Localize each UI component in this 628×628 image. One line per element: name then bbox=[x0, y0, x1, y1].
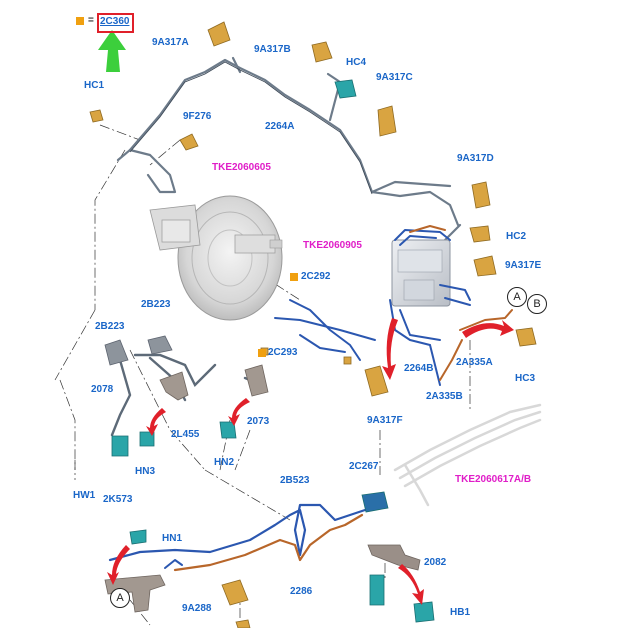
legend-swatch bbox=[76, 17, 84, 25]
teal-fasteners bbox=[111, 79, 435, 623]
legend-equals: = bbox=[88, 15, 94, 26]
callout-2b223-left[interactable]: 2B223 bbox=[95, 321, 125, 332]
drawing-ref-tke2060905[interactable]: TKE2060905 bbox=[303, 240, 362, 251]
faded-tubes-right bbox=[393, 403, 542, 507]
callout-9a317c[interactable]: 9A317C bbox=[376, 72, 413, 83]
callout-2c292[interactable]: 2C292 bbox=[301, 271, 331, 282]
bracket-2l455 bbox=[159, 371, 189, 401]
callout-9a317f[interactable]: 9A317F bbox=[367, 415, 403, 426]
callout-hc3[interactable]: HC3 bbox=[515, 373, 536, 384]
callout-hc4[interactable]: HC4 bbox=[346, 57, 367, 68]
callout-hb1[interactable]: HB1 bbox=[450, 607, 471, 618]
callout-2b223-upper[interactable]: 2B223 bbox=[141, 299, 171, 310]
view-marker-a-lower[interactable]: A bbox=[110, 588, 130, 608]
callout-hn1[interactable]: HN1 bbox=[162, 533, 183, 544]
callout-hc1[interactable]: HC1 bbox=[84, 80, 105, 91]
key-swatch-2c292 bbox=[290, 273, 298, 281]
callout-2a335b[interactable]: 2A335B bbox=[426, 391, 463, 402]
copper-tubes-upper bbox=[409, 225, 513, 381]
legend-highlight-box bbox=[97, 13, 134, 33]
callout-2264b[interactable]: 2264B bbox=[404, 363, 434, 374]
view-marker-a-upper[interactable]: A bbox=[507, 287, 527, 307]
blue-tubes-upper bbox=[274, 229, 471, 386]
callout-9a317a[interactable]: 9A317A bbox=[152, 37, 189, 48]
tubes-lower bbox=[108, 503, 367, 572]
callout-2c267[interactable]: 2C267 bbox=[349, 461, 379, 472]
callout-9a317d[interactable]: 9A317D bbox=[457, 153, 494, 164]
bracket-2b223 bbox=[104, 335, 173, 366]
callout-hn2[interactable]: HN2 bbox=[214, 457, 235, 468]
callout-2078[interactable]: 2078 bbox=[91, 384, 114, 395]
callout-9a317b[interactable]: 9A317B bbox=[254, 44, 291, 55]
steel-lines-upper-dark bbox=[129, 61, 373, 195]
orange-clips bbox=[89, 21, 537, 628]
callout-2073[interactable]: 2073 bbox=[247, 416, 270, 427]
callout-hn3[interactable]: HN3 bbox=[135, 466, 156, 477]
drawing-ref-tke2060605[interactable]: TKE2060605 bbox=[212, 162, 271, 173]
green-arrow bbox=[98, 30, 126, 72]
callout-2l455[interactable]: 2L455 bbox=[171, 429, 200, 440]
callout-2k573[interactable]: 2K573 bbox=[103, 494, 133, 505]
callout-hc2[interactable]: HC2 bbox=[506, 231, 527, 242]
drawing-ref-tke2060617ab[interactable]: TKE2060617A/B bbox=[455, 474, 532, 485]
callout-hw1[interactable]: HW1 bbox=[73, 490, 96, 501]
callout-2b523[interactable]: 2B523 bbox=[280, 475, 310, 486]
bracket-2082 bbox=[367, 544, 421, 571]
callout-2a335a[interactable]: 2A335A bbox=[456, 357, 493, 368]
legend-part-number[interactable]: 2C360 bbox=[100, 16, 130, 27]
hcu-module bbox=[391, 239, 451, 307]
callout-2286[interactable]: 2286 bbox=[290, 586, 313, 597]
red-arrows bbox=[107, 318, 514, 605]
callout-9a288[interactable]: 9A288 bbox=[182, 603, 212, 614]
callout-2082[interactable]: 2082 bbox=[424, 557, 447, 568]
view-marker-b-upper[interactable]: B bbox=[527, 294, 547, 314]
callout-2c293[interactable]: 2C293 bbox=[268, 347, 298, 358]
callout-9f276[interactable]: 9F276 bbox=[183, 111, 212, 122]
brake-booster bbox=[149, 195, 283, 321]
bracket-2073 bbox=[244, 364, 269, 397]
callout-2264a[interactable]: 2264A bbox=[265, 121, 295, 132]
key-swatch-2c293 bbox=[258, 349, 266, 357]
callout-9a317e[interactable]: 9A317E bbox=[505, 260, 542, 271]
